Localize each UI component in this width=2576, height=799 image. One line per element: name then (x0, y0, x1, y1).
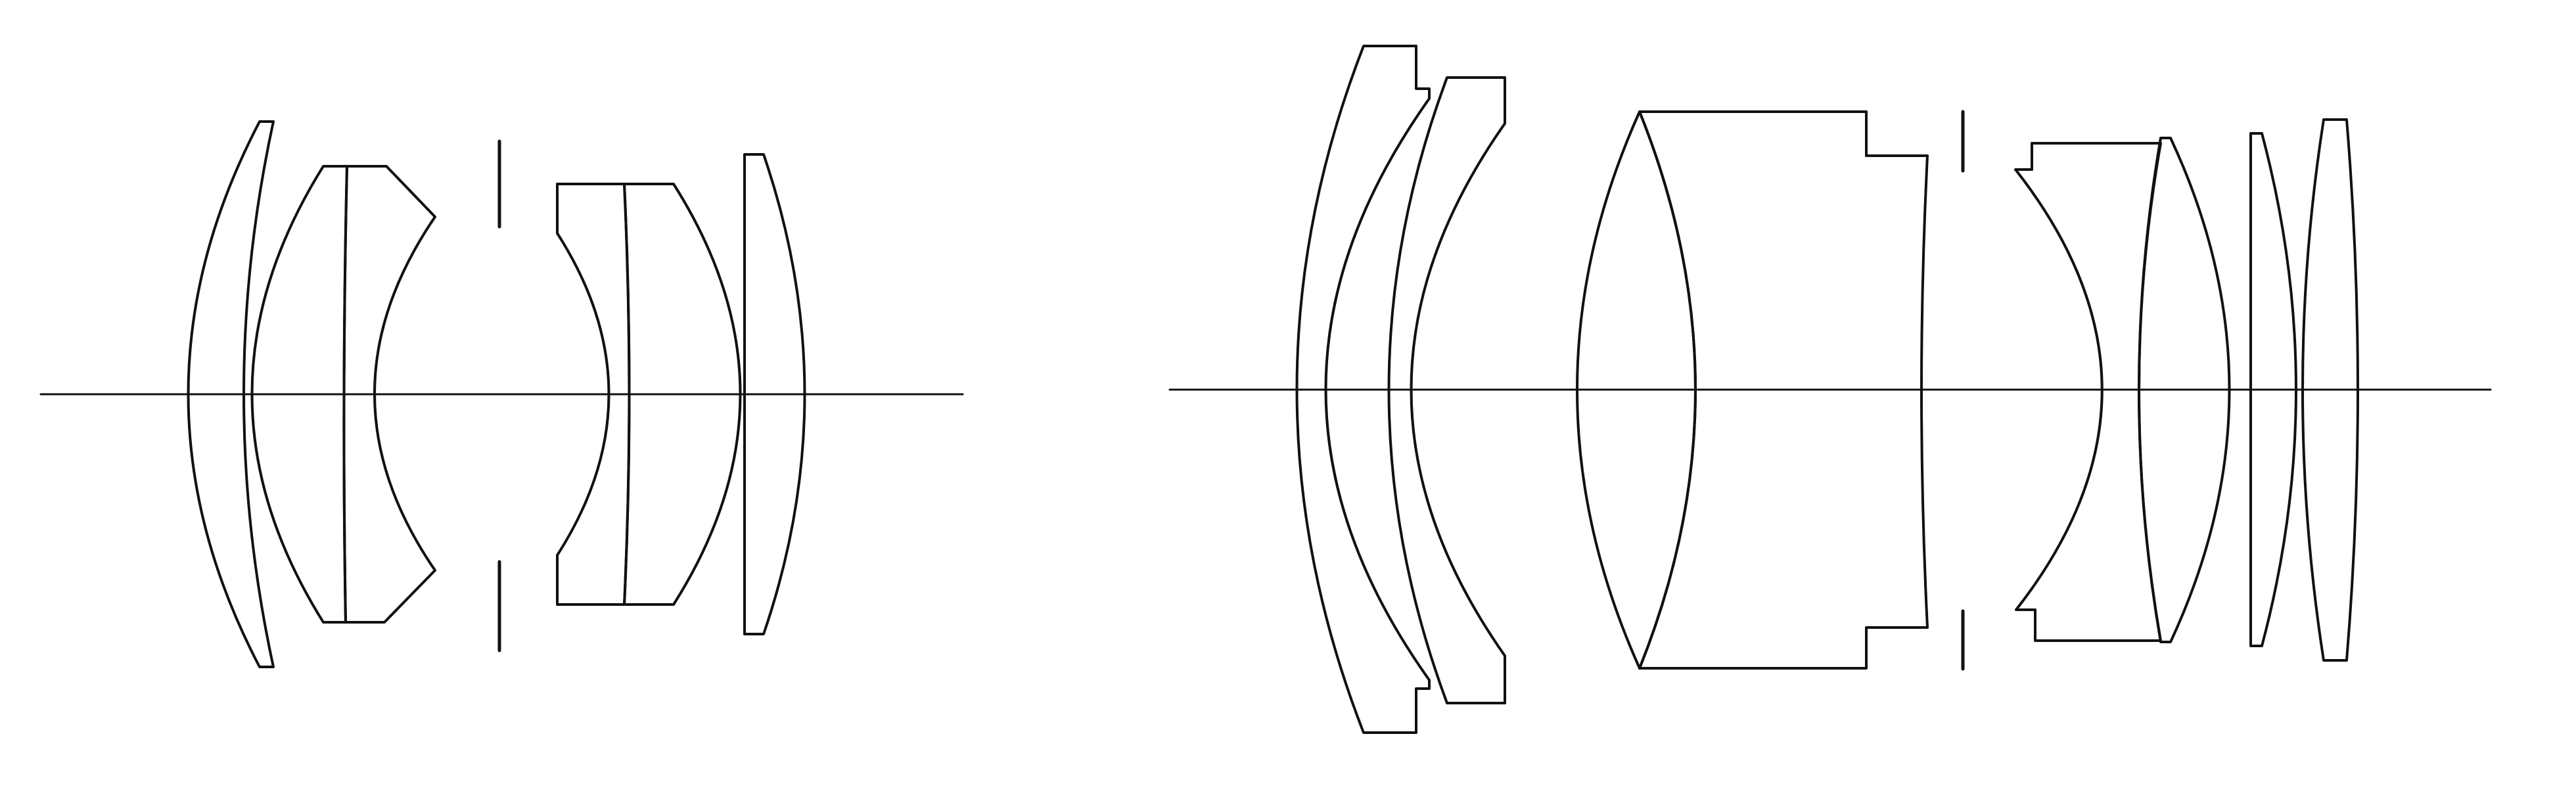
lens-element-right-8 (2301, 118, 2359, 662)
lens-element-right-1 (1295, 45, 1431, 734)
lens-element-right-4 (1638, 110, 1929, 670)
lens-element-right-6 (2138, 137, 2231, 643)
lens-element-right-7 (2249, 132, 2297, 647)
left-lens-diagram (39, 120, 964, 668)
lens-element-left-3 (342, 165, 436, 624)
right-lens-diagram (1168, 45, 2492, 734)
lens-element-left-1 (187, 120, 275, 668)
lens-element-left-5 (623, 183, 742, 606)
lens-element-left-6 (743, 153, 806, 635)
lens-element-right-2 (1387, 76, 1506, 704)
